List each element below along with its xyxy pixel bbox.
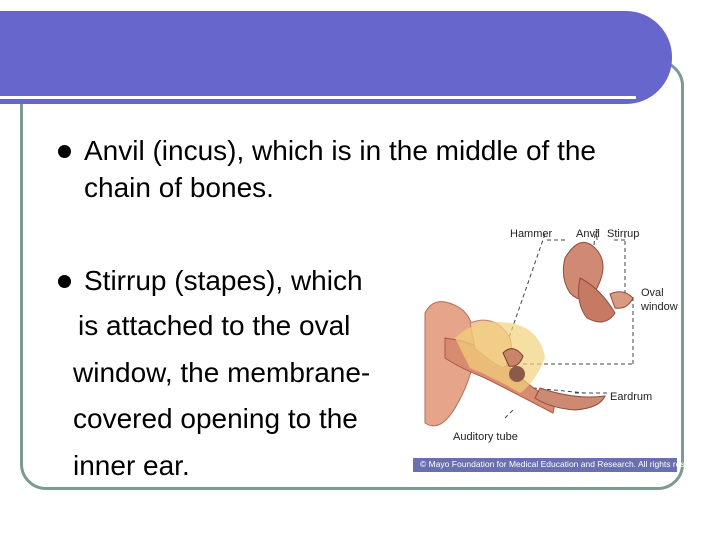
bullet-2-line-1: Stirrup (stapes), which bbox=[84, 265, 363, 296]
label-oval-window-line-1: Oval bbox=[641, 287, 664, 299]
bullet-marker bbox=[58, 145, 71, 158]
label-eardrum: Eardrum bbox=[610, 391, 652, 403]
ear-anatomy-illustration: Hammer Anvil Stirrup Oval window Eardrum… bbox=[424, 226, 678, 443]
bullet-2-line-2: is attached to the oval bbox=[78, 310, 351, 341]
bullet-1-line-2: chain of bones. bbox=[84, 172, 274, 203]
label-oval-window-line-2: window bbox=[640, 301, 678, 313]
label-auditory-tube: Auditory tube bbox=[453, 431, 518, 443]
title-bar bbox=[0, 11, 672, 104]
bullet-2-line-3: window, the membrane- bbox=[73, 357, 371, 388]
bullet-2-line-5: inner ear. bbox=[73, 450, 190, 481]
label-hammer: Hammer bbox=[510, 228, 553, 240]
label-stirrup: Stirrup bbox=[607, 228, 639, 240]
label-anvil: Anvil bbox=[576, 228, 600, 240]
bullet-2-line-4: covered opening to the bbox=[73, 403, 358, 434]
bullet-1-line-1: Anvil (incus), which is in the middle of… bbox=[84, 135, 596, 166]
title-underline bbox=[0, 96, 636, 99]
credit-bar bbox=[413, 458, 677, 472]
bullet-marker bbox=[58, 275, 71, 288]
figure-credit: © Mayo Foundation for Medical Education … bbox=[420, 459, 709, 469]
